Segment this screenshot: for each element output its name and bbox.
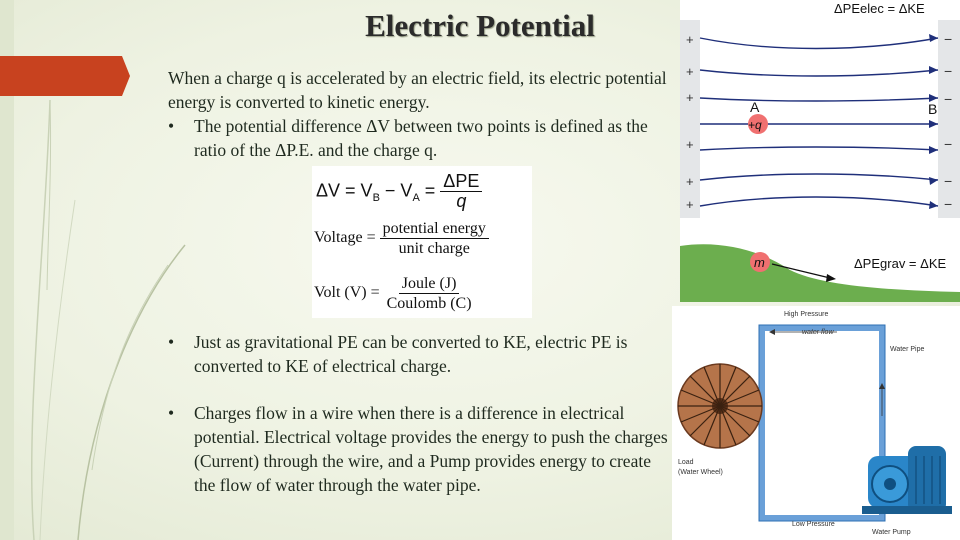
plus-sign: + — [686, 174, 694, 189]
electric-energy-label: ΔPEelec = ΔKE — [834, 1, 925, 16]
water-pump-icon — [862, 446, 952, 514]
label-b: B — [928, 101, 937, 117]
electric-field-diagram: + + + + + + − − − − − − ΔPEelec = — [680, 0, 960, 302]
low-pressure-label: Low Pressure — [792, 521, 835, 528]
mass-circle — [750, 252, 770, 272]
charge-label: +q — [748, 118, 762, 132]
mass-label: m — [754, 255, 765, 270]
bullet-3-text: Charges flow in a wire when there is a d… — [194, 403, 668, 495]
minus-sign: − — [944, 31, 952, 47]
bullet-2-text: Just as gravitational PE can be converte… — [194, 332, 628, 376]
left-decor-band — [0, 0, 14, 540]
bullet-marker: • — [168, 403, 175, 423]
plus-sign: + — [686, 64, 694, 79]
bullet-1-text: The potential difference ΔV between two … — [194, 116, 648, 160]
minus-sign: − — [944, 91, 952, 107]
water-pump-label: Water Pump — [872, 529, 911, 536]
slide-title: Electric Potential — [365, 8, 595, 43]
plus-sign: + — [686, 197, 694, 212]
label-a: A — [750, 99, 760, 115]
load-label: Load — [678, 459, 694, 466]
high-pressure-label: High Pressure — [784, 311, 828, 318]
plus-sign: + — [686, 32, 694, 47]
positive-plate — [680, 20, 700, 218]
field-lines — [699, 37, 939, 207]
bullet-1: • The potential difference ΔV between tw… — [168, 114, 672, 162]
hill — [680, 244, 960, 302]
minus-sign: − — [944, 63, 952, 79]
plus-sign: + — [686, 90, 694, 105]
minus-sign: − — [944, 196, 952, 212]
gravity-energy-label: ΔPEgrav = ΔKE — [854, 256, 946, 271]
accent-tab — [0, 56, 130, 96]
water-pipe — [759, 325, 885, 521]
minus-sign: − — [944, 173, 952, 189]
field-arrowheads — [929, 34, 938, 209]
load-sub-label: (Water Wheel) — [678, 469, 723, 476]
water-wheel-icon — [677, 363, 763, 449]
charge-circle — [748, 114, 768, 134]
bullet-marker: • — [168, 116, 175, 136]
bullet-marker: • — [168, 332, 175, 352]
plus-sign: + — [686, 137, 694, 152]
bullet-3: • Charges flow in a wire when there is a… — [168, 401, 674, 497]
intro-paragraph: When a charge q is accelerated by an ele… — [168, 68, 667, 112]
equation-volt: Volt (V) = Joule (J)Coulomb (C) — [314, 275, 472, 312]
water-pump-diagram: High Pressure water flow Water Pipe Low … — [672, 306, 960, 540]
bullet-2: • Just as gravitational PE can be conver… — [168, 330, 674, 378]
decorative-lines — [30, 99, 186, 540]
negative-plate — [938, 20, 960, 218]
water-pipe-label: Water Pipe — [890, 346, 924, 353]
minus-sign: − — [944, 136, 952, 152]
water-flow-label: water flow — [802, 329, 834, 336]
